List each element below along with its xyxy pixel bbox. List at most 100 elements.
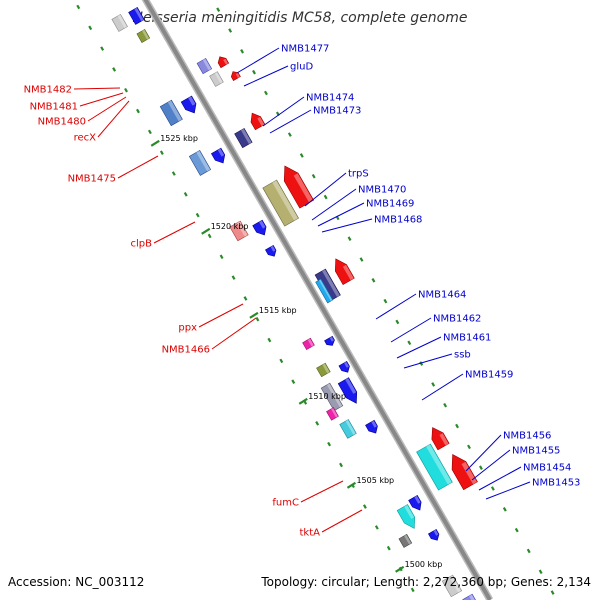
gene-arrow [262, 179, 299, 227]
gene-arrow [111, 13, 128, 32]
reverse-gene-label[interactable]: clpB [131, 239, 153, 250]
tick-label: 1510 kbp [308, 392, 346, 401]
leader-line [403, 353, 453, 369]
leader-line [478, 466, 522, 491]
leader-line [262, 96, 305, 127]
leader-line [243, 65, 289, 87]
reverse-gene-label[interactable]: ppx [178, 323, 197, 334]
gene-arrow [428, 528, 440, 541]
leader-line [421, 373, 464, 401]
forward-gene-label[interactable]: trpS [348, 169, 369, 180]
forward-gene-label[interactable]: NMB1473 [313, 106, 361, 117]
leader-line [211, 317, 257, 350]
gene-arrow [408, 494, 422, 511]
leader-line [236, 47, 280, 74]
forward-gene-label[interactable]: NMB1454 [523, 463, 571, 474]
gene-arrow [283, 165, 315, 209]
leader-line [198, 303, 244, 328]
gene-arrow [180, 95, 197, 114]
forward-gene-label[interactable]: ssb [454, 350, 471, 361]
gene-arrow [252, 219, 267, 236]
gene-arrow [230, 71, 241, 81]
forward-gene-label[interactable]: NMB1474 [306, 93, 354, 104]
gene-arrow [302, 337, 315, 351]
gene-arrow [416, 443, 453, 491]
gene-arrow [431, 427, 450, 451]
tick-label: 1500 kbp [405, 560, 443, 569]
gene-arrow [265, 244, 277, 257]
gene-arrow [316, 362, 331, 378]
gene-arrow [234, 127, 253, 149]
tick-dot-rings [76, 4, 555, 595]
leader-line [153, 221, 196, 244]
gene-arrow [229, 220, 249, 242]
tick-label: 1505 kbp [356, 476, 394, 485]
gene-arrow [315, 278, 334, 304]
leader-line [485, 481, 531, 500]
reverse-gene-label[interactable]: tktA [300, 528, 321, 539]
leader-line [317, 202, 365, 227]
gene-arrow [451, 453, 478, 491]
forward-gene-label[interactable]: NMB1470 [358, 185, 406, 196]
gene-arrow [210, 147, 226, 164]
forward-gene-label[interactable]: NMB1459 [465, 370, 513, 381]
forward-gene-label[interactable]: NMB1477 [281, 44, 329, 55]
gene-arrow [209, 71, 224, 87]
gene-arrow [326, 407, 339, 421]
genome-summary-text: Topology: circular; Length: 2,272,360 bp… [260, 575, 591, 589]
leader-line [79, 92, 124, 107]
genome-backbone [141, 0, 494, 600]
reverse-gene-label[interactable]: NMB1480 [38, 117, 86, 128]
gene-arrow [441, 574, 463, 598]
leader-line [304, 172, 347, 207]
gene-arrow [396, 504, 416, 529]
gene-arrow [398, 533, 413, 548]
gene-arrow [338, 360, 350, 373]
forward-gene-label[interactable]: NMB1456 [503, 431, 551, 442]
leader-line [97, 100, 130, 138]
forward-gene-label[interactable]: NMB1453 [532, 478, 580, 489]
reverse-gene-label[interactable]: NMB1481 [30, 102, 78, 113]
reverse-gene-label[interactable]: recX [74, 133, 97, 144]
leader-line [117, 155, 159, 179]
forward-gene-label[interactable]: NMB1455 [512, 446, 560, 457]
map-title: Neisseria meningitidis MC58, complete ge… [132, 10, 467, 26]
gene-arrow [324, 335, 335, 346]
reverse-gene-label[interactable]: NMB1482 [24, 85, 72, 96]
tick-label: 1515 kbp [259, 306, 297, 315]
label-leader-lines [73, 47, 531, 533]
gene-arrow [337, 377, 358, 404]
reverse-gene-label[interactable]: NMB1475 [68, 174, 116, 185]
tick-label: 1520 kbp [211, 222, 249, 231]
leader-line [375, 293, 417, 320]
leader-line [321, 218, 373, 233]
tick-mark [150, 139, 160, 147]
gene-arrow [159, 99, 183, 127]
forward-gene-label[interactable]: NMB1464 [418, 290, 466, 301]
leader-line [471, 449, 511, 481]
gene-arrow [462, 593, 480, 600]
accession-text: Accession: NC_003112 [8, 575, 144, 589]
gene-arrow [339, 419, 357, 439]
reverse-gene-label[interactable]: NMB1466 [162, 345, 210, 356]
forward-gene-label[interactable]: gluD [290, 62, 313, 73]
tick-mark [395, 565, 405, 573]
gene-arrow [250, 112, 266, 131]
gene-arrow [196, 57, 213, 75]
forward-gene-label[interactable]: NMB1469 [366, 199, 414, 210]
reverse-gene-label[interactable]: fumC [272, 498, 299, 509]
leader-line [390, 317, 432, 343]
gene-arrow [136, 28, 151, 43]
tick-mark [201, 227, 211, 235]
forward-gene-label[interactable]: NMB1468 [374, 215, 422, 226]
tick-mark [249, 311, 259, 319]
leader-line [311, 188, 357, 221]
forward-gene-label[interactable]: NMB1461 [443, 333, 491, 344]
gene-arrow [320, 382, 344, 412]
leader-line [73, 87, 121, 90]
forward-gene-label[interactable]: NMB1462 [433, 314, 481, 325]
tick-mark [346, 481, 357, 489]
leader-line [396, 336, 442, 359]
